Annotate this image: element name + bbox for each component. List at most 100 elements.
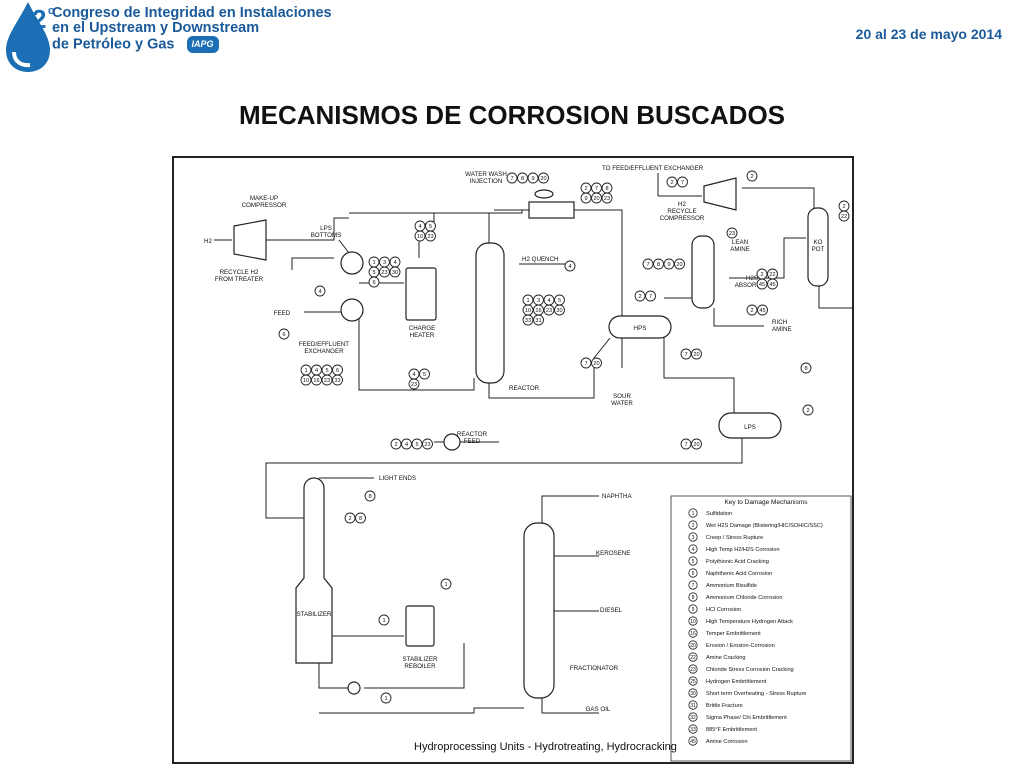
legend-number: 8: [692, 595, 695, 601]
legend-text: Short term Overheating - Stress Rupture: [706, 691, 806, 697]
damage-marker-number: 4: [315, 368, 318, 374]
congress-title-line: en el Upstream y Downstream: [52, 20, 260, 36]
legend-marker: [688, 544, 698, 554]
damage-marker: [506, 172, 518, 184]
damage-marker-number: 20: [693, 442, 699, 448]
legend-number: 30: [690, 691, 696, 697]
reactor: [475, 242, 505, 384]
label-stabilizer-reboiler: STABILIZER: [403, 656, 438, 663]
damage-marker: [580, 192, 592, 204]
damage-marker-number: 23: [324, 378, 330, 384]
damage-marker-number: 20: [676, 262, 682, 268]
damage-marker: [300, 374, 312, 386]
damage-marker-number: 23: [427, 234, 433, 240]
damage-marker-number: 9: [584, 196, 587, 202]
legend-number: 9: [692, 607, 695, 613]
legend-number: 3: [692, 535, 695, 541]
slide-title: MECANISMOS DE CORROSION BUSCADOS: [238, 100, 786, 130]
damage-marker: [321, 374, 333, 386]
legend-text: Creep / Stress Rupture: [706, 535, 763, 541]
damage-marker: [533, 314, 544, 326]
marker-group-feed: 6: [278, 328, 290, 340]
damage-marker-number: 3: [383, 260, 386, 266]
damage-marker-number: 7: [684, 442, 687, 448]
label-h2-in: H2: [204, 238, 212, 245]
marker-group-lps-bottom: 7 20: [680, 438, 702, 450]
label-h2-recycle-compressor: COMPRESSOR: [660, 215, 705, 222]
marker-group-lean-amine: 23: [726, 227, 738, 239]
damage-marker: [425, 230, 436, 242]
damage-marker-number: 2: [750, 308, 753, 314]
damage-marker-number: 8: [368, 494, 371, 500]
water-wash-exchanger: [528, 201, 575, 219]
legend-number: 10: [690, 619, 696, 625]
hps-drum: [608, 315, 672, 339]
legend-text: Ammonium Bisulfide: [706, 583, 757, 589]
damage-marker: [408, 378, 420, 390]
legend-number: 31: [690, 703, 696, 709]
hps-liquid-line: [663, 338, 735, 413]
pump-line: [364, 643, 465, 689]
legend-marker: [688, 712, 698, 722]
process-lines: [214, 173, 852, 714]
damage-marker-number: 4: [412, 372, 415, 378]
damage-marker: [680, 438, 692, 450]
damage-marker-number: 5: [415, 442, 418, 448]
hps-to-absorber: [664, 268, 695, 299]
legend-marker: [688, 580, 698, 590]
damage-marker-number: 23: [729, 231, 735, 237]
damage-marker-number: 20: [593, 361, 599, 367]
water-wash-drum: [534, 189, 554, 199]
damage-marker: [411, 438, 423, 450]
damage-marker-number: 23: [604, 196, 610, 202]
legend-marker: [688, 676, 698, 686]
damage-marker-number: 1: [444, 582, 447, 588]
damage-marker: [800, 362, 812, 374]
damage-marker-number: 1: [526, 298, 529, 304]
damage-marker-number: 5: [372, 270, 375, 276]
legend-marker: [688, 688, 698, 698]
damage-marker-number: 33: [525, 318, 531, 324]
legend-box: [670, 495, 852, 762]
damage-marker-number: 2: [348, 516, 351, 522]
congress-title-line: de Petróleo y Gas IAPG: [52, 36, 352, 53]
legend-marker: [688, 592, 698, 602]
legend-text: Brittle Fracture: [706, 703, 743, 709]
label-ko-pot: POT: [812, 246, 825, 253]
legend-text: Sulfidation: [706, 511, 732, 517]
legend-marker: [688, 520, 698, 530]
legend-text: High Temp H2/H2S Corrosion: [706, 547, 780, 553]
damage-marker-number: 4: [568, 264, 571, 270]
damage-marker-number: 7: [684, 352, 687, 358]
damage-marker-number: 4: [418, 224, 421, 230]
damage-marker: [591, 357, 602, 369]
legend-number: 22: [690, 655, 696, 661]
legend-marker: [688, 568, 698, 578]
legend-marker: [688, 724, 698, 734]
marker-group-reboiler-line: 1: [378, 614, 390, 626]
damage-marker-number: 8: [804, 366, 807, 372]
marker-group-recycle-compressor: 2: [746, 170, 758, 182]
legend-number: 2: [692, 523, 695, 529]
label-rich-amine: RICH: [772, 319, 787, 326]
damage-marker: [746, 170, 758, 182]
ko-pot: [807, 207, 829, 287]
label-lean-amine: LEAN: [732, 239, 748, 246]
ko-bottom-line: [818, 286, 852, 309]
marker-group-lps-out: 2: [802, 404, 814, 416]
label-sour-water: SOUR: [613, 393, 631, 400]
label-gas-oil: GAS OIL: [586, 706, 611, 713]
label-fractionator: FRACTIONATOR: [570, 665, 619, 672]
damage-marker: [838, 210, 850, 222]
damage-marker: [691, 348, 702, 360]
damage-marker-number: 5: [429, 224, 432, 230]
lps-exchanger: [340, 251, 364, 275]
damage-marker-number: 10: [525, 308, 531, 314]
damage-marker-number: 8: [605, 186, 608, 192]
damage-marker: [680, 348, 692, 360]
